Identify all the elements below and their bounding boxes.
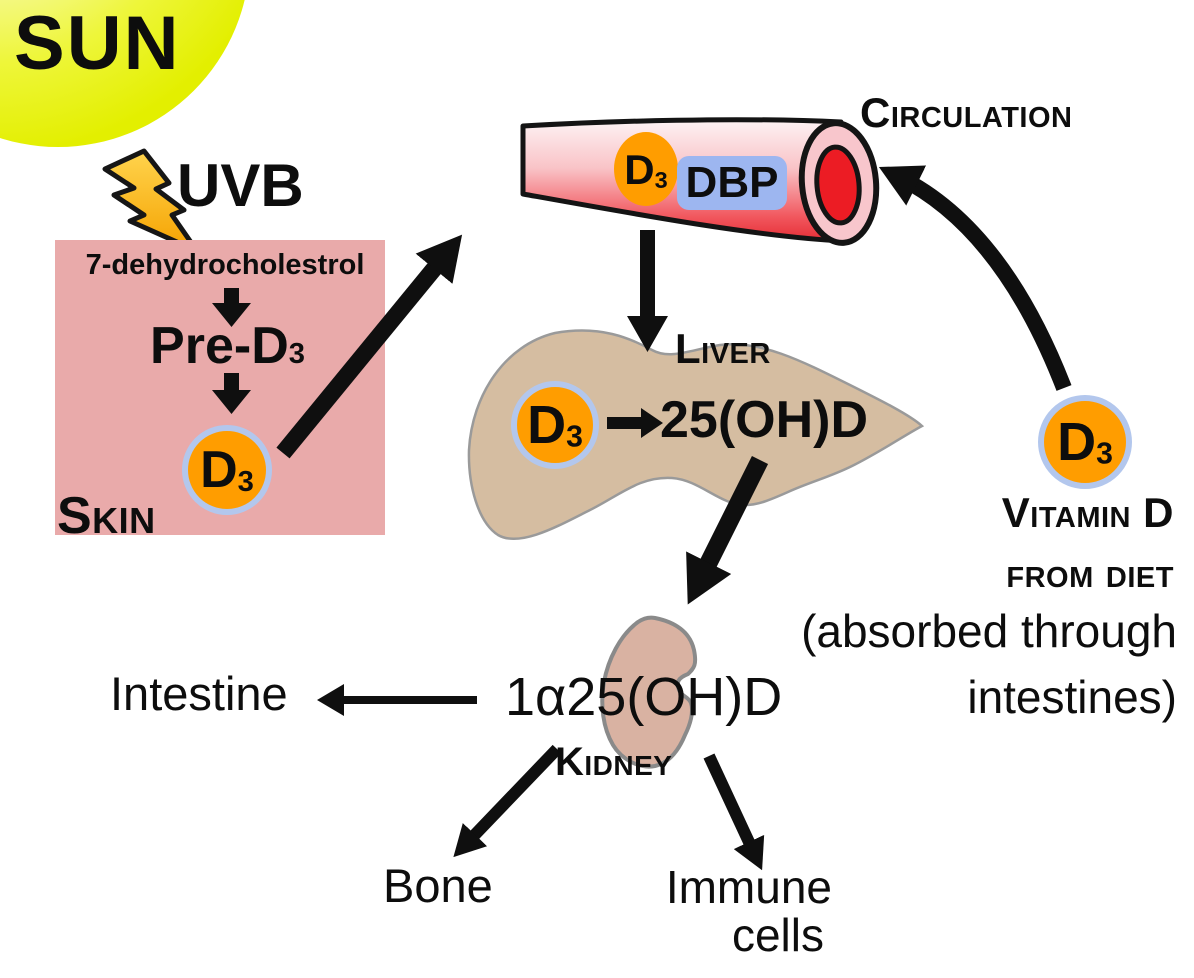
arrow-liver-to-kidney xyxy=(686,455,769,605)
d3-main: D xyxy=(200,441,238,499)
d3-molecule-liver xyxy=(511,381,599,469)
arrow-kidney-to-immune xyxy=(703,753,765,871)
liver-metabolite-label: 25(OH)D xyxy=(660,391,869,449)
arrow-to-intestine xyxy=(317,684,477,716)
liver-label: Liver xyxy=(675,325,771,372)
arrow-diet-to-circulation xyxy=(878,165,1072,391)
diet-note-line2: intestines) xyxy=(967,671,1177,723)
d3-main: D xyxy=(1057,412,1097,472)
immune-cells-label-line2: cells xyxy=(731,909,824,961)
sun-icon xyxy=(0,0,245,147)
vessel-lumen-blood xyxy=(814,144,862,226)
pre-d3-label: Pre-D3 xyxy=(75,320,380,372)
d3-sub: 3 xyxy=(654,166,668,193)
circulation-label: Circulation xyxy=(860,89,1073,136)
diet-note-line1: (absorbed through xyxy=(801,605,1177,657)
d3-sub: 3 xyxy=(566,420,583,454)
immune-cells-label-line1: Immune xyxy=(665,861,832,913)
bone-label: Bone xyxy=(383,859,493,912)
arrow-pred3-to-d3 xyxy=(212,373,251,414)
arrow-kidney-to-bone xyxy=(453,744,562,858)
intestine-label: Intestine xyxy=(110,667,288,720)
liver-shape xyxy=(467,329,925,541)
d3-sub: 3 xyxy=(1096,437,1113,471)
skin-label: Skin xyxy=(57,487,156,545)
vitamin-d-label: Vitamin D xyxy=(1001,489,1174,536)
d3-sub: 3 xyxy=(237,465,254,498)
sun-label: SUN xyxy=(14,1,181,86)
skin-precursor-label: 7-dehydrocholestrol xyxy=(85,249,365,281)
from-diet-label: from diet xyxy=(1006,549,1174,596)
kidney-metabolite-label: 1α25(OH)D xyxy=(505,667,783,727)
kidney-label: Kidney xyxy=(555,740,673,784)
arrow-vessel-to-liver xyxy=(627,230,668,352)
arrow-precursor-to-pred3 xyxy=(212,288,251,327)
d3-main: D xyxy=(527,395,567,455)
kidney-shape xyxy=(600,615,698,769)
d3-molecule-vessel xyxy=(614,132,678,206)
d3-molecule-diet xyxy=(1038,395,1132,489)
arrow-skin-to-circulation xyxy=(276,234,463,459)
d3-molecule-skin xyxy=(182,425,272,515)
d3-main: D xyxy=(624,146,655,193)
arrow-d3-to-25ohd xyxy=(607,408,663,438)
pre-d3-sub: 3 xyxy=(288,338,305,370)
dbp-chip: DBP xyxy=(677,156,787,210)
uvb-label: UVB xyxy=(177,152,304,219)
pre-d3-main: Pre-D xyxy=(150,317,289,375)
lightning-bolt-icon xyxy=(102,148,200,254)
